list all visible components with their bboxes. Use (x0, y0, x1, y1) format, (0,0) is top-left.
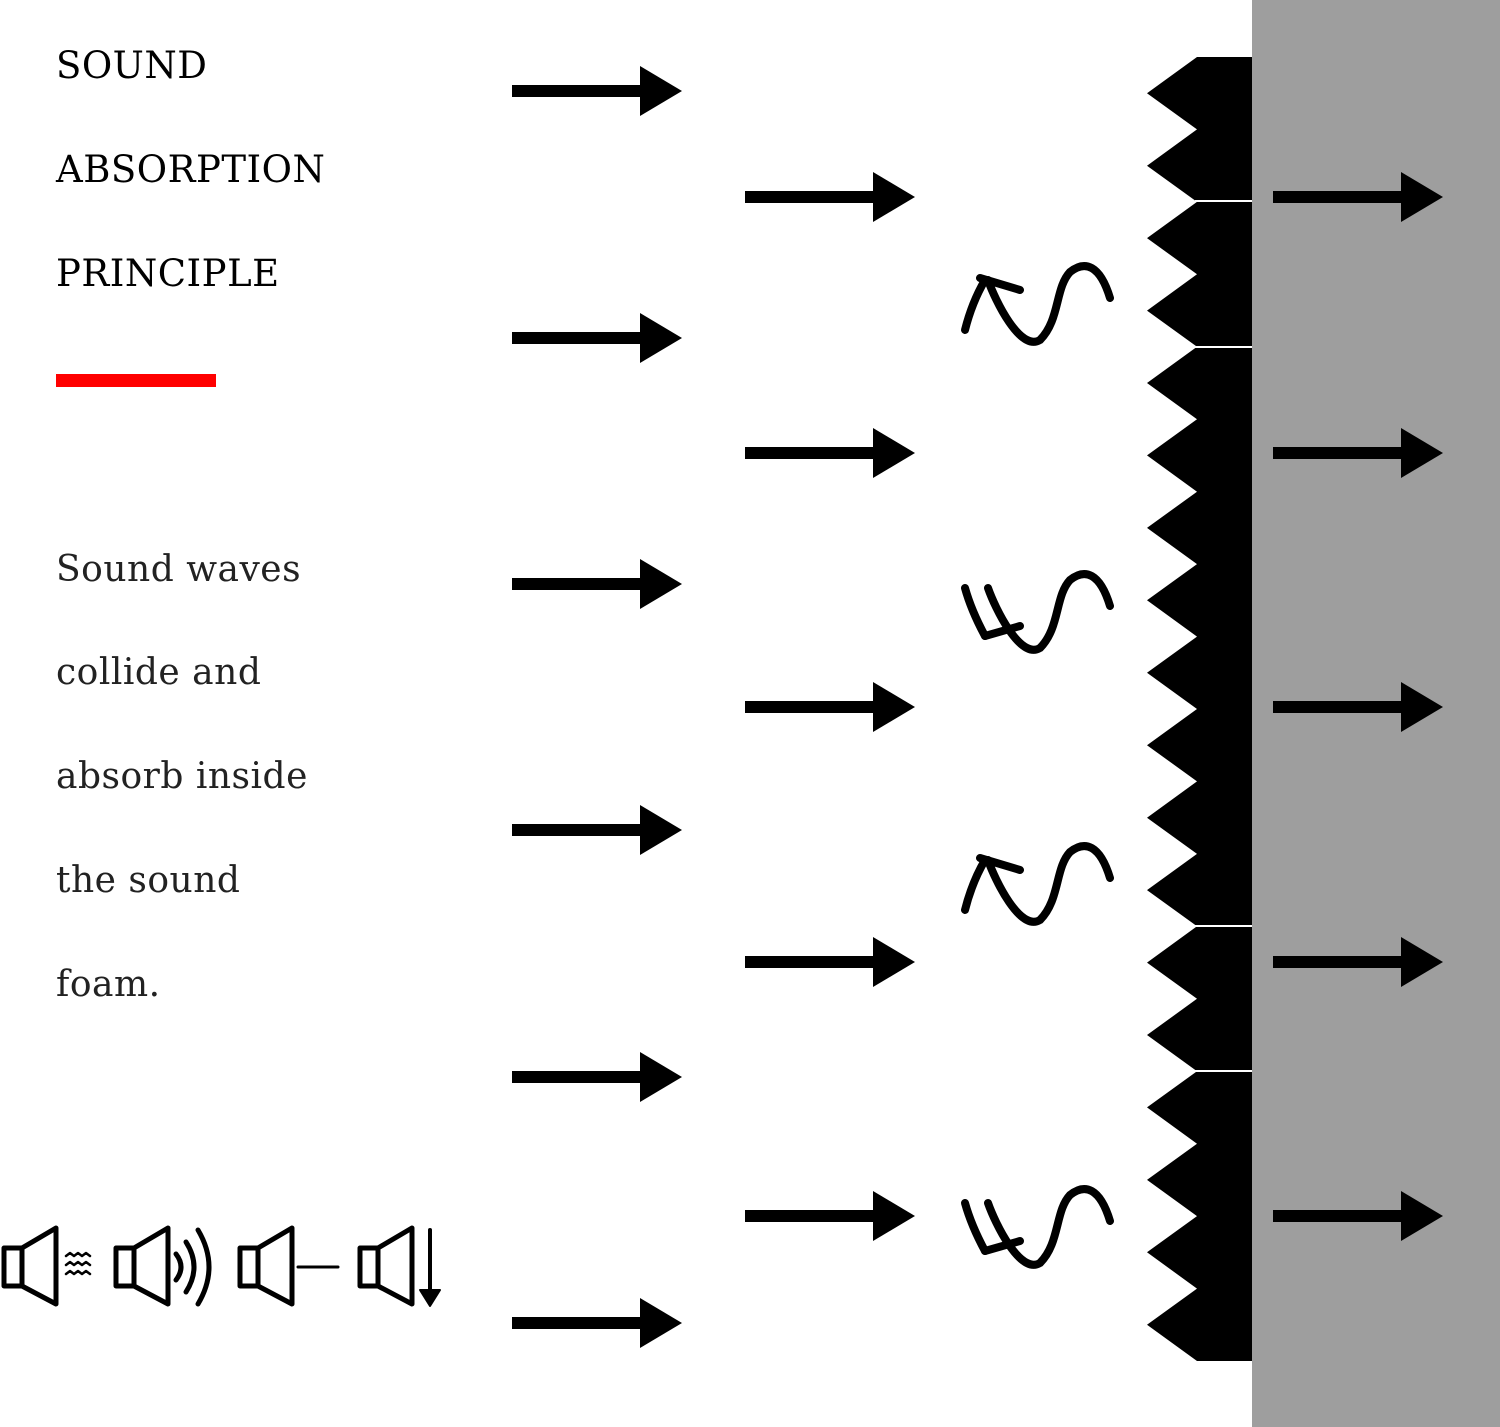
reflected-wave-arrow (961, 842, 1114, 926)
sound-foam-panel (1147, 57, 1252, 1361)
incoming-arrows-col-2 (745, 172, 915, 1241)
foam-seams (1195, 200, 1252, 1072)
incoming-arrow (512, 559, 682, 609)
incoming-arrow (512, 66, 682, 116)
reflected-wave-arrow (961, 570, 1114, 654)
incoming-arrow (745, 1191, 915, 1241)
incoming-arrow (512, 805, 682, 855)
speaker-loud-icon (113, 1225, 212, 1307)
description-line-2: collide and (56, 652, 262, 693)
wall (1252, 0, 1500, 1427)
incoming-arrows-col-1 (512, 66, 682, 1348)
reflected-waves (961, 262, 1114, 1269)
title-line-2: ABSORPTION (56, 148, 326, 191)
description-line-5: foam. (56, 964, 161, 1005)
description-line-3: absorb inside (56, 756, 308, 797)
description-line-4: the sound (56, 860, 241, 901)
reflected-wave-arrow (961, 1185, 1114, 1269)
incoming-arrow (745, 682, 915, 732)
incoming-arrow (745, 937, 915, 987)
description-line-1: Sound waves (56, 549, 302, 590)
incoming-arrow (745, 428, 915, 478)
reflected-wave-arrow (961, 262, 1114, 346)
speaker-noise-icon (1, 1225, 92, 1307)
foam-wedges (1147, 57, 1252, 1361)
title-line-1: SOUND (56, 44, 208, 87)
incoming-arrow (512, 313, 682, 363)
accent-bar (56, 374, 216, 387)
speaker-icons (1, 1225, 441, 1307)
title-line-3: PRINCIPLE (56, 252, 280, 295)
speaker-muted-icon (237, 1225, 340, 1307)
incoming-arrow (512, 1052, 682, 1102)
incoming-arrow (512, 1298, 682, 1348)
incoming-arrow (745, 172, 915, 222)
speaker-volume-down-icon (357, 1225, 441, 1307)
